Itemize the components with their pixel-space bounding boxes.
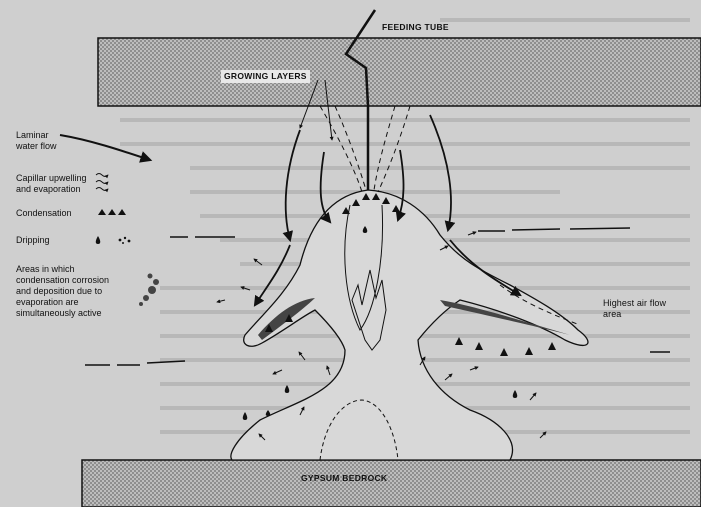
gypsum-bedrock (82, 460, 701, 507)
legend-condensation: Condensation (16, 208, 72, 219)
gypsum-bedrock-label: GYPSUM BEDROCK (301, 473, 387, 484)
highest-air-flow-label: Highest air flow area (603, 298, 673, 320)
growing-layers-label: GROWING LAYERS (221, 70, 310, 83)
curved-arrow-icon (60, 135, 150, 160)
feeding-tube-label: FEEDING TUBE (382, 22, 449, 33)
legend-capillar: Capillar upwelling and evaporation (16, 173, 96, 195)
drop-icon (96, 236, 131, 244)
ceiling-rock (98, 38, 701, 106)
legend-areas: Areas in which condensation corrosion an… (16, 264, 111, 319)
legend-dripping: Dripping (16, 235, 50, 246)
wavy-arrows-icon (96, 174, 108, 191)
triangles-icon (98, 209, 126, 215)
legend-laminar: Laminar water flow (16, 130, 62, 152)
